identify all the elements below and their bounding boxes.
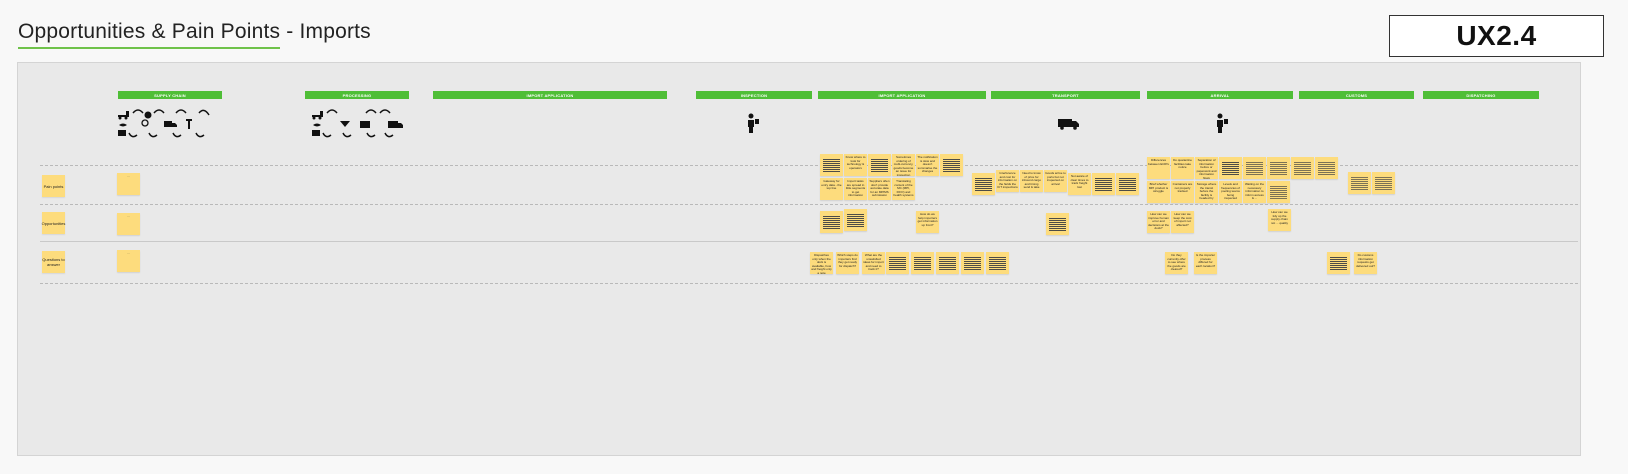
row-divider (40, 204, 1578, 205)
sticky-note[interactable]: Storage where the transit before the fac… (1195, 181, 1218, 203)
sticky-note[interactable]: ... (117, 250, 140, 272)
sticky-note[interactable] (1267, 157, 1290, 179)
stage-inspection: Inspection (696, 91, 812, 99)
sticky-note[interactable] (844, 209, 867, 231)
sticky-note[interactable]: Interference and cost for information on… (996, 170, 1019, 192)
sticky-note[interactable]: Import tasks are spread in little segmen… (844, 178, 867, 200)
sticky-note[interactable]: Which steps do importers find they get r… (836, 252, 859, 274)
sticky-note[interactable]: Containers are not properly tracked (1171, 181, 1194, 203)
sticky-note[interactable]: Translating content of the MC (MPI, FIFO… (892, 178, 915, 200)
stage-arrival: ARRIVAL (1147, 91, 1293, 99)
sticky-note[interactable] (820, 211, 843, 233)
sticky-note[interactable]: Not aware of clear times to track freigh… (1068, 173, 1091, 195)
sticky-note[interactable]: Gateway for entry data - the top line (820, 178, 843, 200)
sticky-note[interactable]: Goods arrive to ports but not inspected … (1044, 170, 1067, 192)
sticky-note[interactable]: ... (117, 213, 140, 235)
row-label-opportunities: Opportunities (42, 212, 65, 234)
inspector-icon (748, 113, 759, 133)
journey-board[interactable]: SUPPLY CHAIN PROCESSING IMPORT APPLICATI… (17, 62, 1581, 456)
sticky-note[interactable] (1116, 173, 1139, 195)
stage-processing: PROCESSING (305, 91, 409, 99)
sticky-note[interactable]: Separation of information before or pape… (1195, 157, 1218, 179)
sticky-note[interactable] (1267, 181, 1290, 203)
sticky-note[interactable] (986, 252, 1009, 274)
sticky-note[interactable]: What are the unsatisfied ideas for impor… (862, 252, 885, 274)
sticky-note[interactable] (1219, 157, 1242, 179)
sticky-note[interactable] (1372, 172, 1395, 194)
sticky-note[interactable] (868, 154, 891, 176)
stage-dispatching: DISPATCHING (1423, 91, 1539, 99)
sticky-note[interactable] (820, 154, 843, 176)
sticky-note[interactable] (940, 154, 963, 176)
page-title: Opportunities & Pain Points - Imports (18, 20, 371, 43)
sticky-note[interactable]: Sometimes ordering of multi-currency, go… (892, 154, 915, 176)
sticky-note[interactable]: Do they currently offer to see where the… (1165, 252, 1188, 274)
stage-import-application: IMPORT APPLICATION (433, 91, 667, 99)
processing-flow-icon (312, 109, 403, 138)
stage-transport: TRANSPORT (991, 91, 1140, 99)
sticky-note[interactable]: Need to know of price for inbound cargo … (1020, 170, 1043, 192)
sticky-note[interactable]: Differences between ECIPs (1147, 157, 1170, 179)
row-divider (40, 283, 1578, 284)
supply-chain-flow-icon (118, 109, 210, 138)
sticky-note[interactable]: Is the importer process differed for eac… (1194, 252, 1217, 274)
sticky-note[interactable]: The notification is slow and doesn't sum… (916, 154, 939, 176)
sticky-note[interactable] (972, 173, 995, 195)
sticky-note[interactable]: How do we help importers get information… (916, 211, 939, 233)
sticky-note[interactable]: ... (117, 173, 140, 195)
row-divider (40, 241, 1578, 242)
sticky-note[interactable]: Know where to look for technology & oper… (844, 154, 867, 176)
sticky-note[interactable] (1243, 157, 1266, 179)
sticky-note[interactable] (1092, 173, 1115, 195)
sticky-note[interactable]: How can we keep the cost of import not a… (1171, 211, 1194, 233)
stage-supply-chain: SUPPLY CHAIN (118, 91, 222, 99)
sticky-note[interactable] (1348, 172, 1371, 194)
sticky-note[interactable] (1327, 252, 1350, 274)
sticky-note[interactable] (961, 252, 984, 274)
stage-customs: CUSTOMS (1299, 91, 1414, 99)
sticky-note[interactable] (1046, 213, 1069, 235)
stage-import-application-2: IMPORT APPLICATION (818, 91, 986, 99)
inspector-icon-arrival (1217, 113, 1228, 133)
truck-icon (1058, 119, 1079, 130)
sticky-note[interactable] (936, 252, 959, 274)
sticky-note[interactable]: Do quarantine facilities take notice (1171, 157, 1194, 179)
sticky-note[interactable] (911, 252, 934, 274)
sticky-note[interactable]: Suppliers often don't provide accurate d… (868, 178, 891, 200)
sticky-note[interactable]: Waiting on the necessary information to … (1243, 181, 1266, 203)
sticky-note[interactable]: Dispatches only when the dock is availab… (810, 252, 833, 274)
sticky-note[interactable]: How can we tidy up the supply chain not … (1268, 209, 1291, 231)
title-underline (18, 47, 280, 49)
row-divider (40, 165, 1578, 166)
row-label-pain-points: Pain points (42, 175, 65, 197)
sticky-note[interactable] (1291, 157, 1314, 179)
sticky-note[interactable]: Brief whether MPI product is struggle (1147, 181, 1170, 203)
board-code: UX2.4 (1389, 15, 1604, 57)
sticky-note[interactable]: Do customs information requests get deli… (1354, 252, 1377, 274)
sticky-note[interactable] (1315, 157, 1338, 179)
sticky-note[interactable]: How can we improve human error and decis… (1147, 211, 1170, 233)
row-label-questions: Questions to answer (42, 251, 65, 273)
sticky-note[interactable]: Levels and frequencies of pooling teams … (1219, 181, 1242, 203)
sticky-note[interactable] (886, 252, 909, 274)
